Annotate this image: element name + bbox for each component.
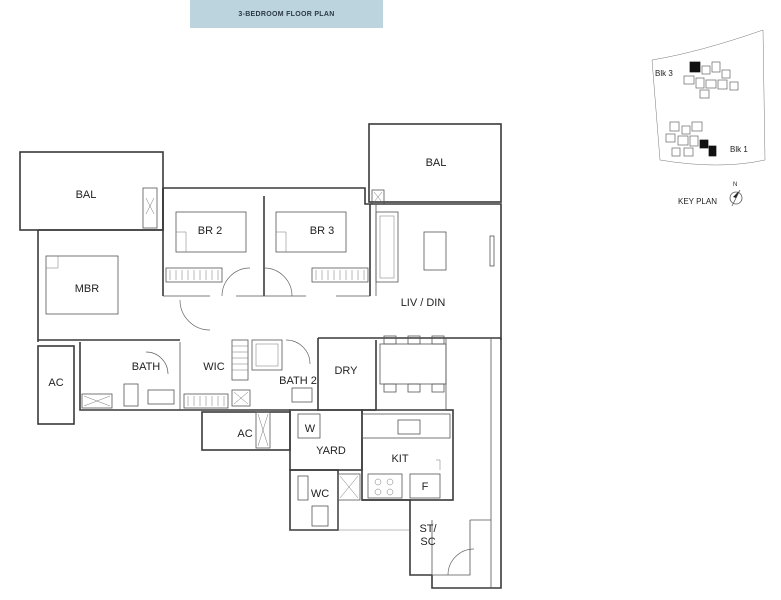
label-bath1: BATH	[132, 361, 161, 373]
wardrobe-wic	[183, 393, 229, 409]
floor-plan-banner: 3-BEDROOM FLOOR PLAN	[190, 0, 383, 28]
washer	[297, 413, 321, 439]
shower-wc	[337, 473, 361, 501]
basin-wc	[297, 475, 309, 501]
block-3-cluster	[683, 61, 739, 99]
door-br3	[263, 267, 293, 297]
label-wc: WC	[311, 488, 329, 500]
entrance-zone	[431, 519, 491, 576]
basin-mbr	[147, 389, 175, 405]
block-1-label: Blk 1	[730, 145, 748, 154]
door-br2	[221, 267, 251, 297]
room-labels: BAL BAL BR 2 BR 3 MBR LIV / DIN AC BATH …	[48, 157, 446, 548]
bed-br3	[275, 211, 347, 253]
ac-ledge-mbr	[37, 345, 75, 425]
bedrooms	[45, 211, 369, 331]
site-boundary	[651, 29, 766, 166]
label-br3: BR 3	[310, 225, 334, 237]
label-w: W	[305, 423, 316, 435]
label-bal-right: BAL	[426, 157, 447, 169]
wc-mbr	[123, 383, 139, 407]
label-st-sc-1: ST/	[419, 523, 437, 535]
basin-bath2	[291, 387, 313, 403]
shower-wic	[231, 389, 251, 407]
key-plan: Blk 3 Blk 1 KEY PLAN N	[651, 29, 766, 207]
main-door	[447, 548, 475, 576]
sink	[397, 419, 421, 435]
block-3-label: Blk 3	[655, 69, 673, 78]
north-arrow-icon	[729, 189, 743, 207]
shower-mbr	[81, 393, 113, 409]
label-yard: YARD	[316, 445, 346, 457]
bed-br2	[175, 211, 247, 253]
door-mbr	[179, 299, 211, 331]
toilet-wc	[311, 505, 329, 527]
yard-room	[289, 409, 363, 471]
label-mbr: MBR	[75, 283, 100, 295]
dining	[376, 335, 447, 411]
ac-unit	[255, 411, 271, 449]
label-bal-left: BAL	[76, 189, 97, 201]
label-bath2: BATH 2	[279, 375, 317, 387]
label-br2: BR 2	[198, 225, 222, 237]
label-liv-din: LIV / DIN	[401, 297, 446, 309]
outer-walls	[37, 187, 502, 589]
service-zone	[289, 409, 454, 576]
balcony-right	[368, 123, 502, 203]
label-dry: DRY	[334, 365, 358, 377]
tv-console	[489, 235, 495, 267]
balconies	[19, 123, 502, 231]
wardrobe-br3	[311, 267, 369, 283]
label-ac-mid: AC	[237, 428, 252, 440]
coffee-table	[423, 231, 447, 271]
door-bath2	[285, 339, 311, 365]
label-wic: WIC	[203, 361, 224, 373]
label-f: F	[422, 481, 429, 493]
dining-table	[379, 343, 447, 385]
bath-wic-zone	[37, 338, 377, 425]
floor-plan-title: 3-BEDROOM FLOOR PLAN	[238, 10, 335, 18]
living-dining	[375, 204, 495, 296]
sofa	[375, 211, 399, 283]
north-label: N	[733, 182, 737, 188]
fridge-space	[409, 473, 441, 499]
label-kit: KIT	[391, 453, 408, 465]
key-plan-label: KEY PLAN	[678, 197, 717, 206]
block-1-cluster	[665, 121, 717, 157]
kitchen-counter-top	[361, 413, 451, 439]
shelf	[231, 339, 249, 381]
label-ac-left: AC	[48, 377, 63, 389]
wardrobe-br2	[165, 267, 223, 283]
ac-ledge-left	[142, 187, 158, 229]
door-bath1	[145, 351, 169, 375]
label-st-sc-2: SC	[420, 536, 435, 548]
shower-bath2	[251, 339, 283, 371]
hob	[367, 473, 403, 499]
